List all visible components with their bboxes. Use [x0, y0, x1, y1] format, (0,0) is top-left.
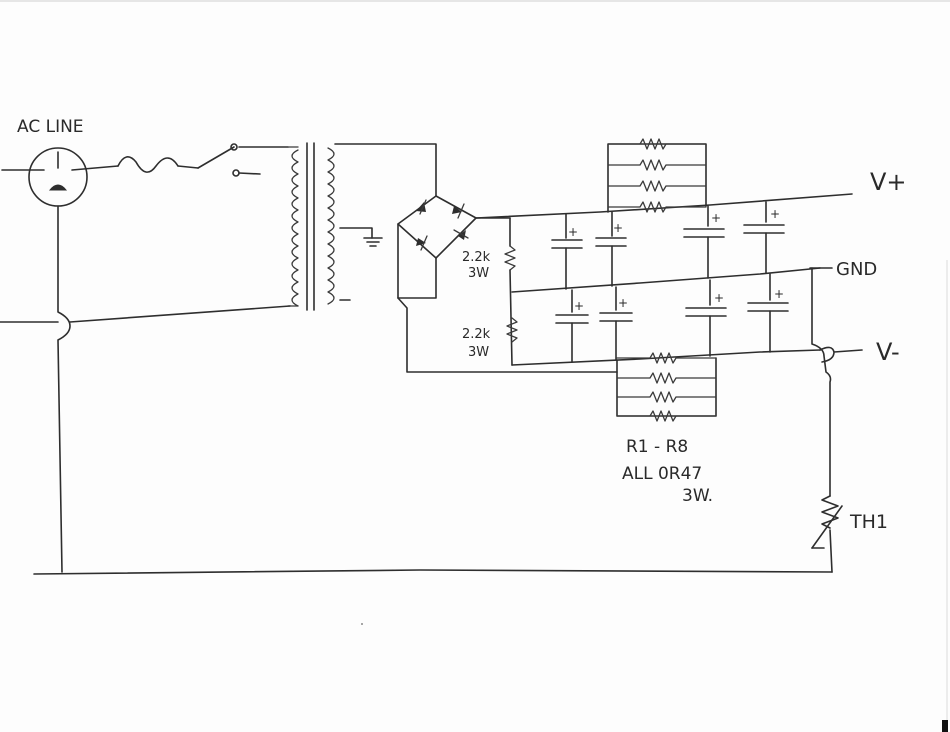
- fuse-symbol: [117, 156, 179, 173]
- bleeder-resistor-bottom: [506, 317, 518, 343]
- page-corner-mark: [942, 720, 948, 732]
- thermistor-bottom-lead: [829, 529, 833, 573]
- resistor-bank-positive: [607, 138, 707, 213]
- thermistor-th1: [811, 495, 843, 549]
- capacitor-c5: [555, 289, 589, 363]
- capacitor-c1: [551, 213, 583, 290]
- capacitor-c6: [599, 286, 633, 361]
- earth-wire: [57, 205, 71, 573]
- resistor-watt-label: 3W.: [682, 486, 713, 506]
- thermistor-label: TH1: [849, 511, 888, 533]
- bleeder-top-watt: 3W: [468, 266, 489, 281]
- bridge-rectifier: [397, 195, 477, 259]
- resistor-value-label: ALL 0R47: [622, 464, 702, 484]
- ground-symbol: [363, 237, 383, 247]
- c3-plus-mark: +: [711, 211, 721, 225]
- v-plus-rail: [475, 193, 853, 219]
- paper-speck: [361, 623, 363, 625]
- bridge-negative-out: [397, 297, 618, 373]
- neutral-wire: [0, 305, 291, 323]
- gnd-rail: [511, 267, 821, 293]
- fuse-wire: [177, 165, 199, 169]
- bleeder-bottom-watt: 3W: [468, 345, 489, 360]
- capacitor-c7: [685, 279, 727, 357]
- c4-plus-mark: +: [770, 207, 780, 221]
- power-switch-symbol: [197, 143, 289, 177]
- capacitor-c2: [595, 211, 627, 287]
- transformer-secondary-coil: [327, 147, 335, 305]
- bleeder-bottom-lead: [509, 269, 513, 366]
- gnd-label: GND: [836, 259, 877, 280]
- earth-bus-bottom: [33, 569, 833, 575]
- v-minus-rail: [511, 349, 821, 366]
- resistor-range-label: R1 - R8: [626, 437, 688, 457]
- bleeder-bottom-value: 2.2k: [462, 327, 491, 342]
- ac-line-label: AC LINE: [17, 117, 84, 137]
- resistor-bank-negative: [616, 352, 717, 422]
- bridge-ac-loop: [397, 223, 437, 299]
- bleeder-resistor-top: [504, 245, 516, 271]
- secondary-top-wire: [334, 143, 437, 197]
- c1-plus-mark: +: [568, 225, 578, 239]
- c8-plus-mark: +: [774, 287, 784, 301]
- v-minus-hop: [819, 346, 863, 363]
- bleeder-top-value: 2.2k: [462, 250, 491, 265]
- center-tap-wire: [339, 227, 373, 239]
- v-plus-label: V+: [870, 168, 907, 196]
- c6-plus-mark: +: [618, 296, 628, 310]
- c7-plus-mark: +: [714, 291, 724, 305]
- ground-return-wire: [811, 267, 832, 497]
- transformer-primary-coil: [287, 146, 299, 307]
- capacitor-c4: [743, 201, 785, 274]
- c5-plus-mark: +: [574, 299, 584, 313]
- live-wire: [1, 165, 119, 171]
- capacitor-c3: [683, 205, 725, 279]
- c2-plus-mark: +: [613, 221, 623, 235]
- ac-inlet-symbol: [28, 147, 88, 207]
- v-minus-label: V-: [876, 338, 900, 366]
- capacitor-c8: [747, 273, 789, 353]
